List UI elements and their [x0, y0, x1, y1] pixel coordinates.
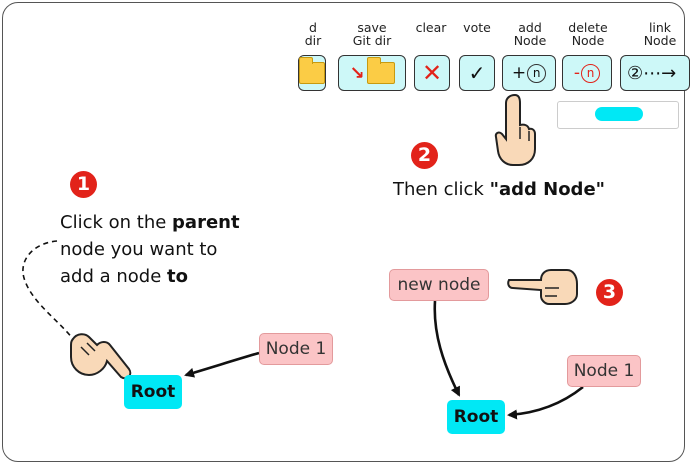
delete-node-label: delete Node [568, 20, 608, 48]
load-dir-button[interactable] [298, 55, 326, 91]
pointing-hand-icon [507, 269, 578, 305]
connector-layer [22, 240, 584, 420]
add-node-label: add Node [513, 20, 547, 48]
save-git-dir-button[interactable]: ↘ [338, 55, 406, 91]
delete-node-button[interactable]: -n [562, 55, 612, 91]
step-1-badge: 1 [70, 171, 97, 198]
tutorial-panel: d dir save Git dir ↘ clear ✕ vote ✓ add … [2, 2, 690, 462]
new-node[interactable]: new node [389, 269, 489, 301]
load-dir-label: d dir [304, 20, 322, 48]
save-git-dir-label: save Git dir [352, 20, 392, 48]
link-node-label: link Node [643, 20, 677, 48]
vote-button[interactable]: ✓ [459, 55, 495, 91]
cyan-chip [595, 107, 643, 121]
left-node-1[interactable]: Node 1 [259, 333, 333, 365]
vote-label: vote [463, 20, 491, 35]
right-node-1[interactable]: Node 1 [567, 355, 641, 387]
left-root-node[interactable]: Root [124, 375, 182, 409]
folder-icon [366, 57, 395, 84]
clear-label: clear [415, 20, 447, 35]
step-2-text: Then click "add Node" [393, 179, 606, 200]
link-node-icon: ②⋯→ [627, 62, 677, 84]
clear-x-icon: ✕ [421, 59, 443, 87]
add-node-button[interactable]: +n [502, 55, 556, 91]
folder-icon [299, 57, 325, 84]
right-root-node[interactable]: Root [447, 400, 505, 434]
step-3-badge: 3 [596, 279, 623, 306]
clear-button[interactable]: ✕ [414, 55, 450, 91]
pointing-hand-icon [70, 333, 132, 380]
link-node-button[interactable]: ②⋯→ [620, 55, 690, 91]
step-1-text: Click on the parent node you want to add… [60, 212, 240, 287]
step-2-badge: 2 [411, 142, 438, 169]
delete-node-icon: -n [574, 63, 601, 83]
toolbar-panel-edge [557, 101, 679, 129]
add-node-icon: +n [512, 63, 547, 83]
pointing-hand-icon [494, 93, 536, 166]
save-arrow-icon: ↘ [349, 62, 365, 84]
toolbar: d dir save Git dir ↘ clear ✕ vote ✓ add … [298, 3, 690, 95]
vote-check-icon: ✓ [468, 61, 486, 85]
